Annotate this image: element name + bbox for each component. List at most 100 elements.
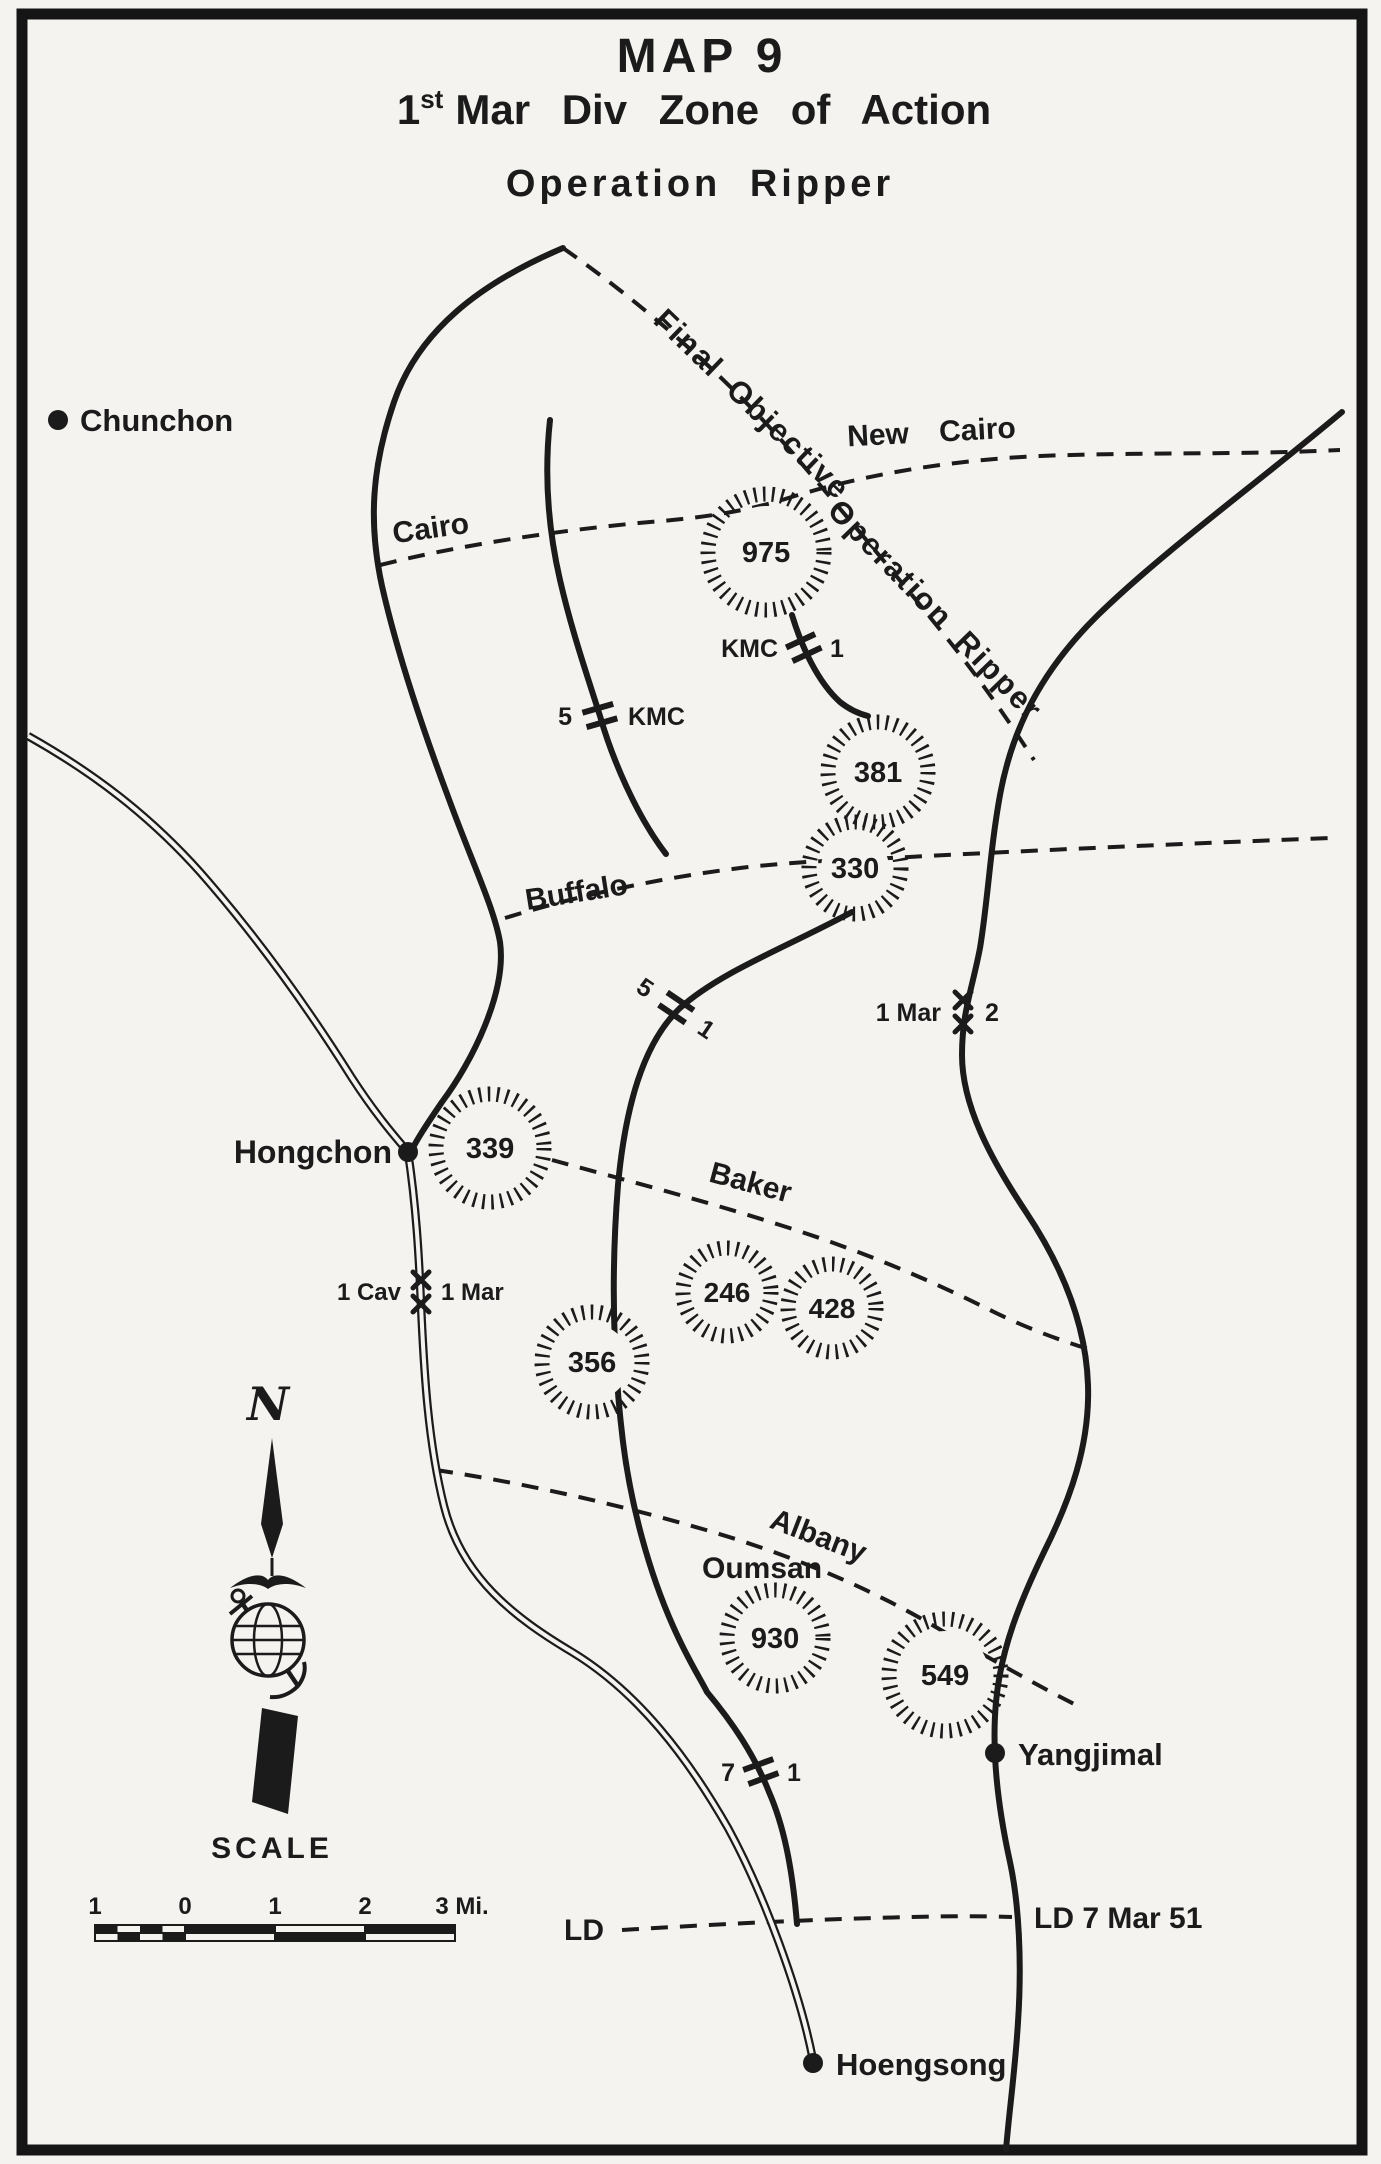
town-hongchon: Hongchon bbox=[234, 1134, 418, 1170]
hill-label: 549 bbox=[921, 1660, 969, 1692]
map-title: MAP 9 bbox=[617, 30, 788, 83]
hill-339: 339 bbox=[428, 1086, 552, 1210]
division-xx-icon bbox=[952, 989, 974, 1035]
label-ld: LD bbox=[564, 1914, 604, 1947]
hill-label: 381 bbox=[854, 757, 902, 789]
hill-label: 246 bbox=[704, 1277, 751, 1308]
hill-hachure-ring-icon bbox=[700, 486, 832, 618]
title-block: MAP 9 1st Mar Div Zone of Action Operatio… bbox=[397, 30, 991, 205]
road-northwest bbox=[25, 732, 412, 1155]
hill-428: 428 bbox=[780, 1256, 884, 1360]
boundary-marker-7-1: 7 1 bbox=[721, 1756, 801, 1787]
map-subtitle: 1st Mar Div Zone of Action bbox=[397, 84, 991, 133]
phase-line-final-objective bbox=[561, 246, 1036, 762]
scale-tick-label: 1 bbox=[268, 1893, 281, 1920]
hill-930: 930 bbox=[719, 1582, 831, 1694]
regiment-bars-icon bbox=[784, 631, 823, 664]
boundary-marker-1cav-1mar: 1 Cav 1 Mar bbox=[337, 1269, 504, 1315]
town-label: Oumsan bbox=[702, 1552, 822, 1585]
hill-core bbox=[739, 1602, 811, 1674]
subtitle-number: 1 bbox=[397, 86, 420, 133]
unit-label: 2 bbox=[985, 999, 999, 1027]
hill-core bbox=[901, 1631, 989, 1719]
hill-hachure-ring-icon bbox=[428, 1086, 552, 1210]
eagle-icon bbox=[230, 1575, 306, 1589]
hill-label: 930 bbox=[751, 1623, 799, 1655]
compass-north: N bbox=[245, 1377, 291, 1576]
scale-dividers bbox=[95, 1925, 455, 1941]
anchor-flukes bbox=[269, 1661, 307, 1700]
unit-label: 1 bbox=[787, 1759, 801, 1787]
hill-549: 549 bbox=[881, 1611, 1009, 1739]
scale-bar: SCALE 1 0 1 2 3 Mi. bbox=[88, 1832, 489, 1942]
hill-core bbox=[695, 1260, 759, 1324]
hill-core bbox=[800, 1276, 864, 1340]
zone-boundary-right bbox=[958, 409, 1345, 2153]
hill-381: 381 bbox=[820, 714, 936, 830]
hill-core bbox=[840, 734, 916, 810]
label-ld-date: LD 7 Mar 51 bbox=[1034, 1902, 1202, 1935]
town-dot-icon bbox=[48, 410, 68, 430]
regiment-bars-icon bbox=[742, 1756, 780, 1787]
town-yangjimal: Yangjimal bbox=[985, 1737, 1163, 1772]
phase-line-baker bbox=[551, 1158, 1099, 1354]
hill-246: 246 bbox=[675, 1240, 779, 1344]
town-label: Chunchon bbox=[80, 403, 233, 438]
south-needle-icon bbox=[252, 1708, 298, 1814]
unit-label: 1 Mar bbox=[441, 1279, 504, 1306]
town-dot-icon bbox=[803, 2053, 823, 2073]
hill-label: 428 bbox=[809, 1293, 856, 1324]
town-label: Hongchon bbox=[234, 1134, 392, 1170]
hill-label: 356 bbox=[568, 1347, 616, 1379]
regiment-boundary-5kmc bbox=[544, 417, 669, 857]
hill-hachure-ring-icon bbox=[780, 1256, 884, 1360]
scale-tick-label: 1 bbox=[88, 1893, 101, 1920]
hill-label: 975 bbox=[742, 537, 790, 569]
unit-label: 5 bbox=[558, 703, 572, 731]
hill-label: 330 bbox=[831, 853, 879, 885]
hill-hachure-ring-icon bbox=[801, 814, 909, 922]
hill-356: 356 bbox=[534, 1304, 650, 1420]
town-dot-icon bbox=[398, 1142, 418, 1162]
boundary-marker-1mar-2: 1 Mar 2 bbox=[876, 989, 999, 1035]
unit-label: 1 Mar bbox=[876, 999, 942, 1027]
zone-boundary-left bbox=[370, 245, 566, 1157]
town-label: Hoengsong bbox=[836, 2047, 1007, 2082]
subtitle-superscript: st bbox=[420, 84, 443, 114]
unit-label: KMC bbox=[628, 703, 685, 731]
subtitle-rest: Mar Div Zone of Action bbox=[455, 86, 991, 133]
phase-line-ld bbox=[621, 1914, 1013, 1932]
town-oumsan: Oumsan bbox=[702, 1552, 822, 1585]
anchor-ring bbox=[230, 1588, 246, 1604]
unit-label: 7 bbox=[721, 1759, 735, 1787]
hill-330: 330 bbox=[801, 814, 909, 922]
unit-label: KMC bbox=[721, 635, 778, 663]
north-needle-icon bbox=[261, 1438, 283, 1558]
town-hoengsong: Hoengsong bbox=[803, 2047, 1007, 2082]
scale-label: SCALE bbox=[211, 1832, 333, 1865]
phase-line-buffalo bbox=[504, 836, 1331, 920]
scale-tick-label: 3 Mi. bbox=[435, 1893, 488, 1920]
anchor-crossbar bbox=[228, 1594, 254, 1616]
boundary-marker-5-kmc: 5 KMC bbox=[558, 701, 685, 731]
globe-latitudes bbox=[232, 1624, 304, 1656]
hill-hachure-ring-icon bbox=[881, 1611, 1009, 1739]
division-xx-icon bbox=[410, 1269, 432, 1315]
map-subtitle-2: Operation Ripper bbox=[506, 163, 894, 205]
unit-label: 1 Cav bbox=[337, 1279, 402, 1306]
hill-hachure-ring-icon bbox=[534, 1304, 650, 1420]
hill-core bbox=[821, 834, 889, 902]
map-border bbox=[16, 8, 1368, 2156]
boundary-marker-kmc-1: KMC 1 bbox=[721, 631, 844, 664]
phase-line-albany bbox=[435, 1468, 1083, 1710]
town-dot-icon bbox=[985, 1743, 1005, 1763]
phase-line-new-cairo bbox=[781, 448, 1341, 502]
hill-975: 975 bbox=[700, 486, 832, 618]
town-label: Yangjimal bbox=[1018, 1737, 1163, 1772]
hill-hachure-ring-icon bbox=[820, 714, 936, 830]
north-label: N bbox=[245, 1377, 291, 1431]
hill-hachure-ring-icon bbox=[719, 1582, 831, 1694]
